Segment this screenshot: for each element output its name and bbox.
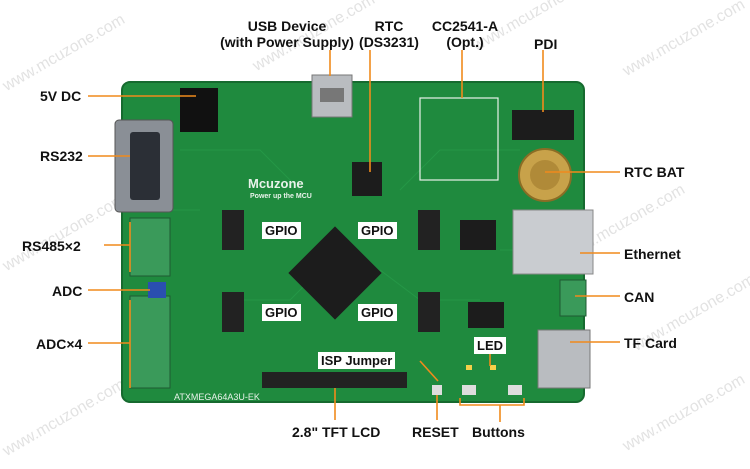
label-usb-device: USB Device (with Power Supply) [212,18,362,50]
leader-isp [419,360,439,382]
pdi-header [512,110,574,140]
button [432,385,442,395]
gpio-header [222,210,244,250]
label-cc2541: CC2541-A (Opt.) [420,18,510,50]
label-rs485: RS485×2 [22,238,81,254]
label-5v-dc: 5V DC [40,88,82,104]
mcu-chip [288,226,382,320]
board-brand: Mcuzone [248,176,304,191]
label-tf-card: TF Card [624,335,677,351]
board-model: ATXMEGA64A3U-EK [174,392,260,402]
label-usb-device-sub: (with Power Supply) [220,34,354,50]
board-tagline: Power up the MCU [250,193,312,200]
rs485-terminal [129,217,171,277]
button [508,385,522,395]
leader-rs485 [104,222,131,272]
label-buttons: Buttons [472,424,525,440]
label-rs232: RS232 [40,148,83,164]
tft-header [262,372,407,388]
label-ethernet: Ethernet [624,246,681,262]
button [462,385,476,395]
label-gpio-3: GPIO [262,304,301,321]
cc2541-footprint [419,97,499,181]
label-gpio-4: GPIO [358,304,397,321]
gpio-header [418,210,440,250]
label-led: LED [474,337,506,354]
adc-potentiometer [148,282,166,298]
led [490,365,496,370]
label-rtc-sub: (DS3231) [359,34,419,50]
label-gpio-2: GPIO [358,222,397,239]
can-terminal [559,279,587,317]
label-adc4: ADC×4 [36,336,83,352]
label-reset: RESET [412,424,459,440]
leader-buttons [459,398,525,422]
tf-card-slot [537,329,591,389]
gpio-header [418,292,440,332]
label-usb-device-title: USB Device [247,18,327,34]
label-adc: ADC [52,283,83,299]
label-isp-jumper: ISP Jumper [318,352,396,369]
label-cc2541-sub: (Opt.) [446,34,484,50]
label-rtc: RTC (DS3231) [354,18,424,50]
ethernet-jack [512,209,594,275]
label-cc2541-title: CC2541-A [431,18,499,34]
label-gpio-1: GPIO [262,222,301,239]
label-pdi: PDI [534,36,558,52]
led [466,365,472,370]
label-rtc-title: RTC [374,18,404,34]
label-tft-lcd: 2.8" TFT LCD [292,424,381,440]
rtc-chip [352,162,382,196]
label-rtc-bat: RTC BAT [624,164,685,180]
adc-terminal [129,295,171,389]
gpio-header [222,292,244,332]
label-can: CAN [624,289,655,305]
leader-adc4 [88,300,131,388]
dc-jack [180,88,218,132]
